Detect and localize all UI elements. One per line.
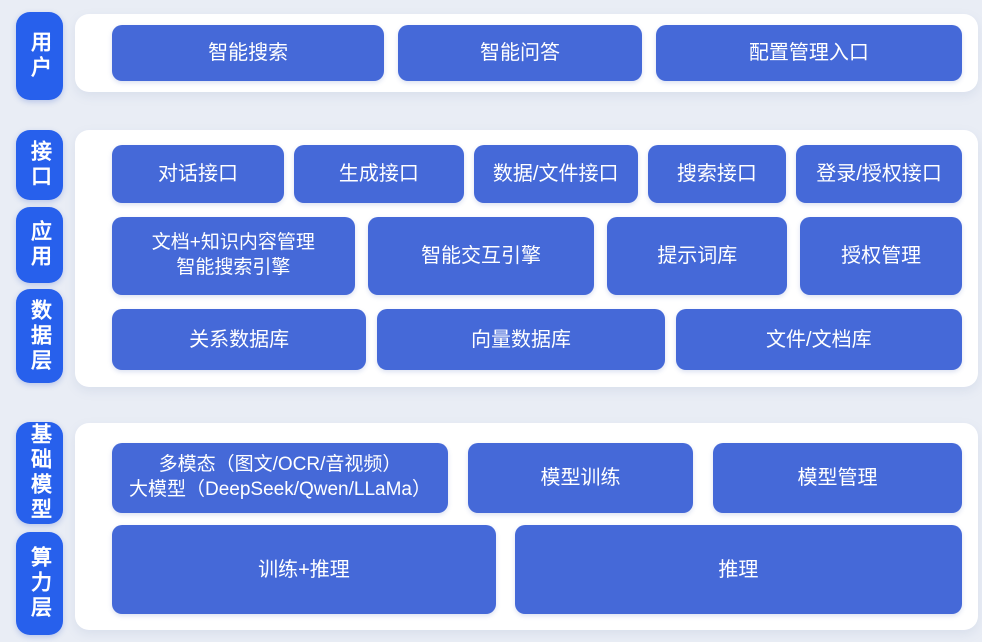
layer-label-foundation-model: 基础模型: [16, 422, 63, 524]
user-layer-labels: 用户: [16, 12, 63, 100]
application-row: 文档+知识内容管理 智能搜索引擎 智能交互引擎 提示词库 授权管理: [112, 217, 962, 295]
data-row: 关系数据库 向量数据库 文件/文档库: [112, 309, 962, 370]
middle-layer-panel: 对话接口 生成接口 数据/文件接口 搜索接口 登录/授权接口 文档+知识内容管理…: [75, 130, 978, 387]
block-smart-qa: 智能问答: [398, 25, 642, 81]
layer-label-compute: 算力层: [16, 532, 63, 635]
block-text-line2: 智能搜索引擎: [176, 257, 291, 278]
block-generation-api: 生成接口: [293, 145, 464, 203]
block-model-training: 模型训练: [468, 443, 693, 513]
bottom-layer-panel: 多模态（图文/OCR/音视频） 大模型（DeepSeek/Qwen/LLaMa）…: [75, 423, 978, 630]
block-smart-interaction-engine: 智能交互引擎: [367, 217, 595, 295]
block-dialog-api: 对话接口: [112, 145, 284, 203]
block-inference: 推理: [514, 525, 962, 614]
block-relational-database: 关系数据库: [112, 309, 367, 370]
block-search-api: 搜索接口: [647, 145, 787, 203]
block-training-inference: 训练+推理: [112, 525, 496, 614]
section-foundation-compute: 基础模型 算力层 多模态（图文/OCR/音视频） 大模型（DeepSeek/Qw…: [0, 422, 982, 635]
section-user-layer: 用户 智能搜索 智能问答 配置管理入口: [0, 12, 982, 100]
block-multimodal-llm: 多模态（图文/OCR/音视频） 大模型（DeepSeek/Qwen/LLaMa）: [112, 443, 448, 513]
block-file-document-store: 文件/文档库: [675, 309, 962, 370]
layer-label-interface: 接口: [16, 130, 63, 200]
block-prompt-library: 提示词库: [607, 217, 788, 295]
user-layer-row: 智能搜索 智能问答 配置管理入口: [112, 25, 962, 81]
block-smart-search: 智能搜索: [112, 25, 385, 81]
block-text-line1: 文档+知识内容管理: [151, 232, 315, 254]
block-config-management-entry: 配置管理入口: [655, 25, 962, 81]
layer-label-application: 应用: [16, 206, 63, 283]
foundation-model-row: 多模态（图文/OCR/音视频） 大模型（DeepSeek/Qwen/LLaMa）…: [112, 443, 962, 513]
block-login-auth-api: 登录/授权接口: [796, 145, 962, 203]
block-data-file-api: 数据/文件接口: [473, 145, 638, 203]
block-model-management: 模型管理: [713, 443, 962, 513]
compute-row: 训练+推理 推理: [112, 525, 962, 614]
block-vector-database: 向量数据库: [377, 309, 665, 370]
user-layer-panel: 智能搜索 智能问答 配置管理入口: [75, 14, 978, 92]
block-authorization-management: 授权管理: [800, 217, 962, 295]
block-doc-knowledge-search-engine: 文档+知识内容管理 智能搜索引擎: [112, 217, 355, 295]
layer-label-user: 用户: [16, 12, 63, 100]
middle-layer-labels: 接口 应用 数据层: [16, 130, 63, 383]
block-text-line1: 多模态（图文/OCR/音视频）: [158, 454, 402, 476]
bottom-layer-labels: 基础模型 算力层: [16, 422, 63, 635]
section-interface-application-data: 接口 应用 数据层 对话接口 生成接口 数据/文件接口 搜索接口 登录/授权接口…: [0, 130, 982, 387]
block-text-line2: 大模型（DeepSeek/Qwen/LLaMa）: [128, 479, 431, 500]
layer-label-data: 数据层: [16, 289, 63, 383]
interface-row: 对话接口 生成接口 数据/文件接口 搜索接口 登录/授权接口: [112, 145, 962, 203]
